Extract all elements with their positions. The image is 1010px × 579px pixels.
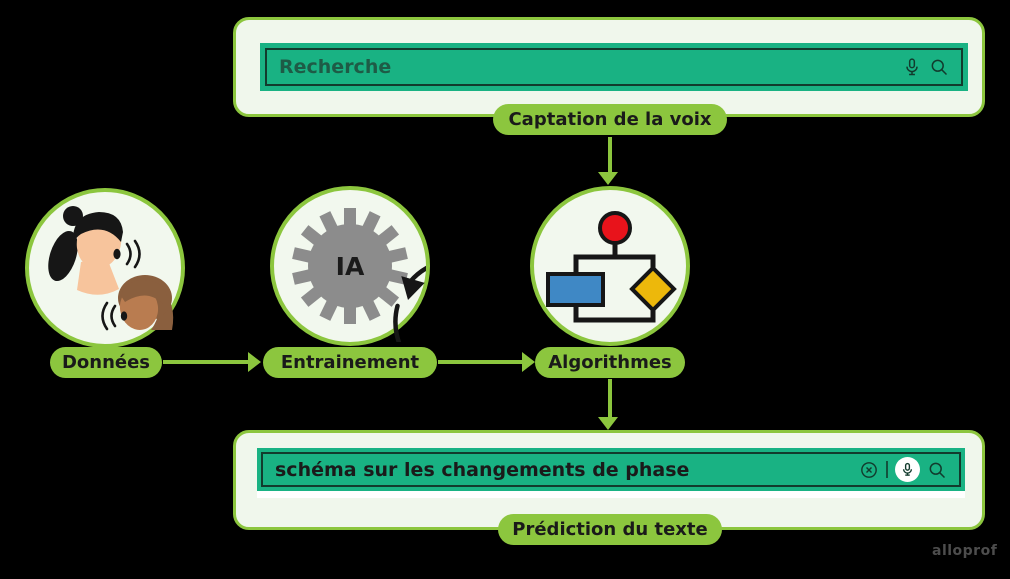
microphone-active-icon[interactable] bbox=[895, 457, 920, 482]
icon-separator bbox=[886, 461, 888, 478]
arrow-donnees-to-entrainement-head bbox=[248, 352, 261, 372]
search-bar-voice[interactable]: Recherche bbox=[260, 43, 968, 91]
arrow-entrainement-to-algorithmes-head bbox=[522, 352, 535, 372]
arrow-voice-to-algorithms bbox=[608, 137, 612, 174]
search-input-prediction[interactable]: schéma sur les changements de phase bbox=[275, 458, 690, 481]
arrow-donnees-to-entrainement bbox=[163, 360, 248, 364]
arrow-entrainement-to-algorithmes bbox=[438, 360, 522, 364]
arrow-voice-to-algorithms-head bbox=[598, 172, 618, 185]
node-algorithmes bbox=[530, 186, 690, 346]
search-icon[interactable] bbox=[929, 57, 949, 77]
flowchart-icon bbox=[546, 211, 677, 323]
search-bar-prediction-inner: schéma sur les changements de phase bbox=[261, 452, 961, 487]
text-prediction-label: Prédiction du texte bbox=[498, 514, 722, 545]
people-talking-icon bbox=[48, 206, 174, 331]
search-bar-voice-icons bbox=[902, 57, 949, 77]
node-donnees-label: Données bbox=[50, 347, 162, 378]
search-input-voice[interactable]: Recherche bbox=[279, 56, 392, 78]
node-algorithmes-label: Algorithmes bbox=[535, 347, 685, 378]
suggestion-strip bbox=[257, 491, 965, 498]
search-bar-voice-inner: Recherche bbox=[265, 48, 963, 86]
voice-capture-panel: Recherche bbox=[233, 17, 985, 117]
node-entrainement-label: Entrainement bbox=[263, 347, 437, 378]
arrow-algorithmes-to-prediction bbox=[608, 379, 612, 417]
ai-training-cycle-icon: IA bbox=[292, 208, 426, 342]
node-donnees bbox=[25, 188, 185, 348]
gear-ia-text: IA bbox=[336, 252, 365, 281]
search-bar-prediction[interactable]: schéma sur les changements de phase bbox=[257, 448, 965, 491]
arrow-algorithmes-to-prediction-head bbox=[598, 417, 618, 430]
node-entrainement: IA bbox=[270, 186, 430, 346]
search-bar-prediction-icons bbox=[859, 457, 947, 482]
microphone-icon[interactable] bbox=[902, 57, 922, 77]
clear-icon[interactable] bbox=[859, 460, 879, 480]
voice-capture-label: Captation de la voix bbox=[493, 104, 727, 135]
alloprof-watermark: alloprof bbox=[932, 543, 998, 559]
search-icon[interactable] bbox=[927, 460, 947, 480]
